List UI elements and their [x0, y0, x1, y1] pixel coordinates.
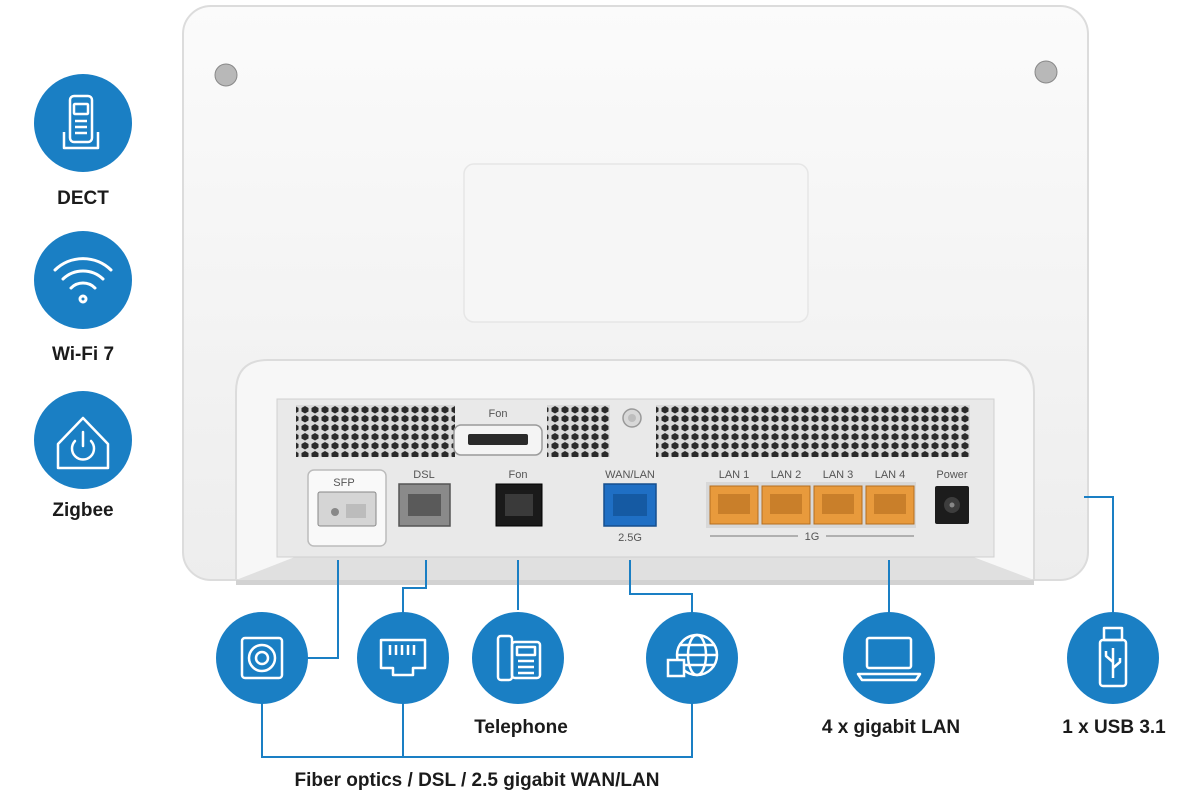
wan-circle [646, 612, 738, 704]
wan-speed-label: 2.5G [618, 532, 642, 544]
zigbee-label: Zigbee [52, 500, 113, 521]
wan-group-label: Fiber optics / DSL / 2.5 gigabit WAN/LAN [295, 770, 660, 791]
wan-label: WAN/LAN [605, 469, 655, 481]
label-area [463, 163, 809, 323]
dsl-label: DSL [413, 469, 434, 481]
dect-label: DECT [57, 188, 109, 209]
usb-stick-icon [1098, 626, 1128, 688]
feature-zigbee: Zigbee [34, 391, 132, 521]
laptop-icon [856, 636, 922, 682]
screw-left [214, 63, 238, 87]
power-label: Power [936, 469, 968, 481]
fiber-optic-icon [240, 636, 284, 680]
ethernet-port-icon [379, 638, 427, 677]
lan2-label: LAN 2 [771, 469, 802, 481]
usb-circle: 1 x USB 3.1 [1062, 612, 1166, 738]
wifi-label: Wi-Fi 7 [52, 344, 114, 365]
screw-right [1034, 60, 1058, 84]
fon-label: Fon [509, 469, 528, 481]
gigabit-lan-label: 4 x gigabit LAN [822, 717, 960, 738]
telephone-circle: Telephone [472, 612, 568, 738]
back-panel: Fon SFP DSL Fon WAN/LAN 2.5G LAN 1 LAN 2… [276, 398, 995, 558]
fon-top-label: Fon [489, 408, 508, 420]
globe-network-icon [666, 633, 719, 678]
lan-circle: 4 x gigabit LAN [822, 612, 960, 738]
wifi-icon [53, 257, 113, 304]
lan4-label: LAN 4 [875, 469, 906, 481]
fiber-optic-circle [216, 612, 308, 704]
smart-home-power-icon [56, 416, 110, 470]
lan-speed-label: 1G [805, 531, 820, 543]
feature-wifi: Wi-Fi 7 [34, 231, 132, 365]
dect-phone-icon [62, 94, 100, 150]
usb-label: 1 x USB 3.1 [1062, 717, 1166, 738]
lan1-label: LAN 1 [719, 469, 750, 481]
desk-phone-icon [496, 634, 542, 682]
feature-dect: DECT [34, 74, 132, 209]
sfp-label: SFP [333, 477, 354, 489]
dsl-circle [357, 612, 449, 704]
lan3-label: LAN 3 [823, 469, 854, 481]
telephone-label: Telephone [474, 717, 568, 738]
